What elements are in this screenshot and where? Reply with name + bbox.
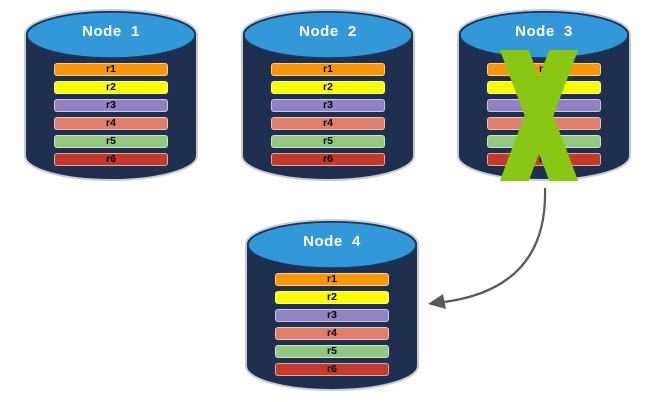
cylinder-top xyxy=(459,11,629,59)
replica-row-r6: r6 xyxy=(271,153,385,166)
node-2-title: Node 2 xyxy=(299,23,357,40)
replica-row-r2: r2 xyxy=(275,291,389,304)
replica-row-r2: r2 xyxy=(271,81,385,94)
node-4-title: Node 4 xyxy=(303,233,361,250)
node-2-rows: r1 r2 r3 r4 r5 r6 xyxy=(271,63,385,171)
node-3: Node 3 r1 r2 r3 r4 r5 r6 xyxy=(455,4,633,188)
node-1: Node 1 r1 r2 r3 r4 r5 r6 xyxy=(22,4,200,188)
replica-row-r1: r1 xyxy=(54,63,168,76)
replica-row-r5: r5 xyxy=(275,345,389,358)
node-4-rows: r1 r2 r3 r4 r5 r6 xyxy=(275,273,389,381)
replica-row-r1: r1 xyxy=(271,63,385,76)
replica-row-r3: r3 xyxy=(271,99,385,112)
cylinder-top xyxy=(243,11,413,59)
failure-x-mark-icon xyxy=(499,50,579,181)
replica-row-r1: r1 xyxy=(275,273,389,286)
node-1-title: Node 1 xyxy=(82,23,140,40)
replica-row-r3: r3 xyxy=(275,309,389,322)
cylinder-top xyxy=(26,11,196,59)
node-2: Node 2 r1 r2 r3 r4 r5 r6 xyxy=(239,4,417,188)
curved-arrow-icon xyxy=(428,187,547,309)
replica-row-r4: r4 xyxy=(275,327,389,340)
replica-row-r2: r2 xyxy=(54,81,168,94)
node-3-title: Node 3 xyxy=(515,23,573,40)
cylinder-top xyxy=(247,221,417,269)
replica-row-r6: r6 xyxy=(54,153,168,166)
replica-row-r4: r4 xyxy=(271,117,385,130)
node-1-rows: r1 r2 r3 r4 r5 r6 xyxy=(54,63,168,171)
replica-row-r3: r3 xyxy=(54,99,168,112)
replica-row-r6: r6 xyxy=(275,363,389,376)
replica-row-r4: r4 xyxy=(54,117,168,130)
node-4: Node 4 r1 r2 r3 r4 r5 r6 xyxy=(243,214,421,398)
replica-row-r5: r5 xyxy=(54,135,168,148)
replica-row-r5: r5 xyxy=(271,135,385,148)
